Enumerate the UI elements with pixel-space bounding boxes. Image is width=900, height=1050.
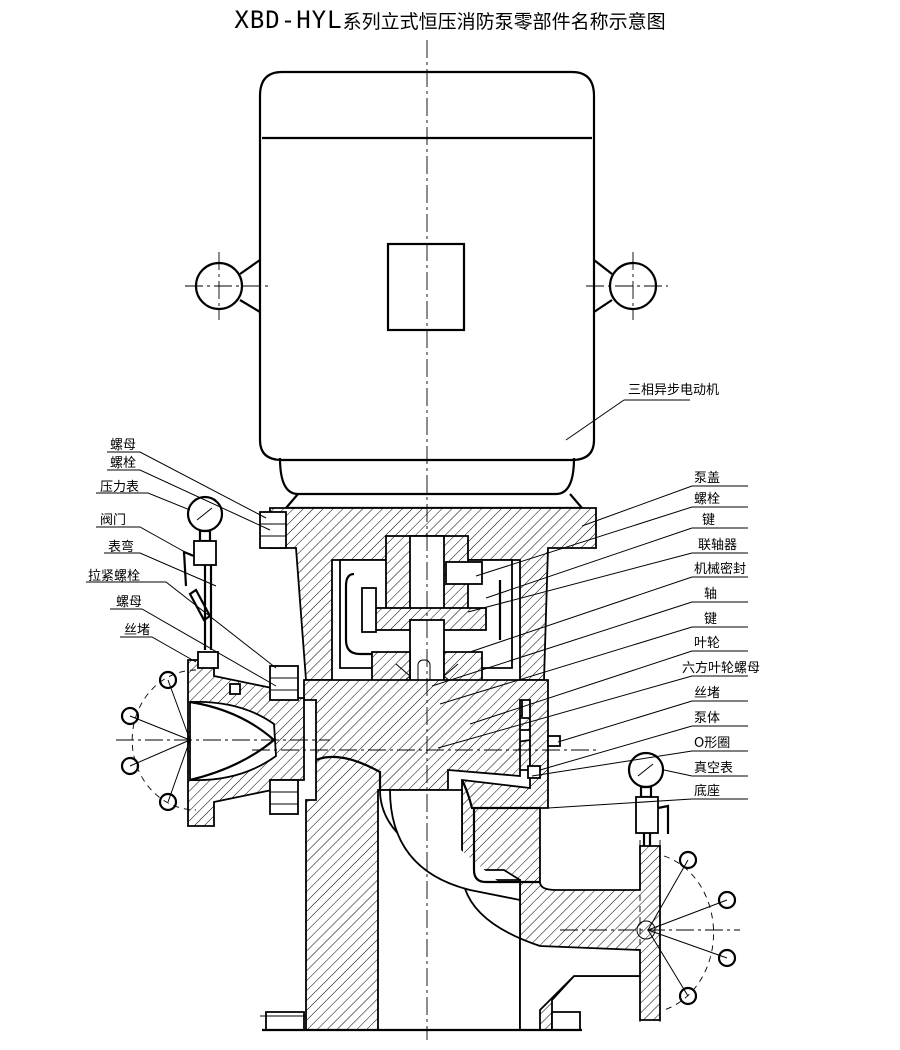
title-name: 系列立式恒压消防泵零部件名称示意图 xyxy=(342,11,666,33)
pressure-gauge xyxy=(182,495,224,650)
suction-flange xyxy=(560,840,740,1022)
label-key-2: 键 xyxy=(704,612,717,627)
leader-lines xyxy=(86,399,748,809)
label-bolt-1: 螺栓 xyxy=(110,456,136,471)
label-pressure-gauge: 压力表 xyxy=(100,480,139,495)
label-coupling: 联轴器 xyxy=(698,538,737,553)
diagram-title: XBD-HYL系列立式恒压消防泵零部件名称示意图 xyxy=(0,6,900,34)
label-bolt-2: 螺栓 xyxy=(694,492,720,507)
label-tie-bolt: 拉紧螺栓 xyxy=(88,569,140,584)
label-o-ring: O形圈 xyxy=(694,736,730,751)
part-labels: 螺母 螺栓 压力表 阀门 表弯 拉紧螺栓 螺母 丝堵 三相异步电动机 泵盖 螺栓… xyxy=(88,383,760,799)
label-mechanical-seal: 机械密封 xyxy=(694,561,746,577)
label-valve: 阀门 xyxy=(100,513,126,528)
pump-casing xyxy=(260,679,661,1032)
label-plug-1: 丝堵 xyxy=(124,623,150,638)
label-shaft: 轴 xyxy=(704,587,717,602)
label-vacuum-gauge: 真空表 xyxy=(694,761,733,776)
title-model: XBD-HYL xyxy=(234,6,343,34)
label-gauge-elbow: 表弯 xyxy=(108,539,134,555)
label-base: 底座 xyxy=(694,783,720,799)
label-pump-cover: 泵盖 xyxy=(694,471,720,486)
label-impeller: 叶轮 xyxy=(694,636,720,651)
vacuum-gauge xyxy=(627,751,670,846)
discharge-flange xyxy=(116,651,330,827)
electric-motor xyxy=(185,70,668,510)
label-impeller-nut: 六方叶轮螺母 xyxy=(682,660,760,676)
label-nut-2: 螺母 xyxy=(116,595,142,610)
label-nut-1: 螺母 xyxy=(110,438,136,453)
center-lines xyxy=(252,40,600,1040)
label-key-1: 键 xyxy=(702,513,715,528)
label-pump-body: 泵体 xyxy=(694,711,720,726)
label-motor: 三相异步电动机 xyxy=(628,383,719,398)
label-plug-2: 丝堵 xyxy=(694,686,720,701)
